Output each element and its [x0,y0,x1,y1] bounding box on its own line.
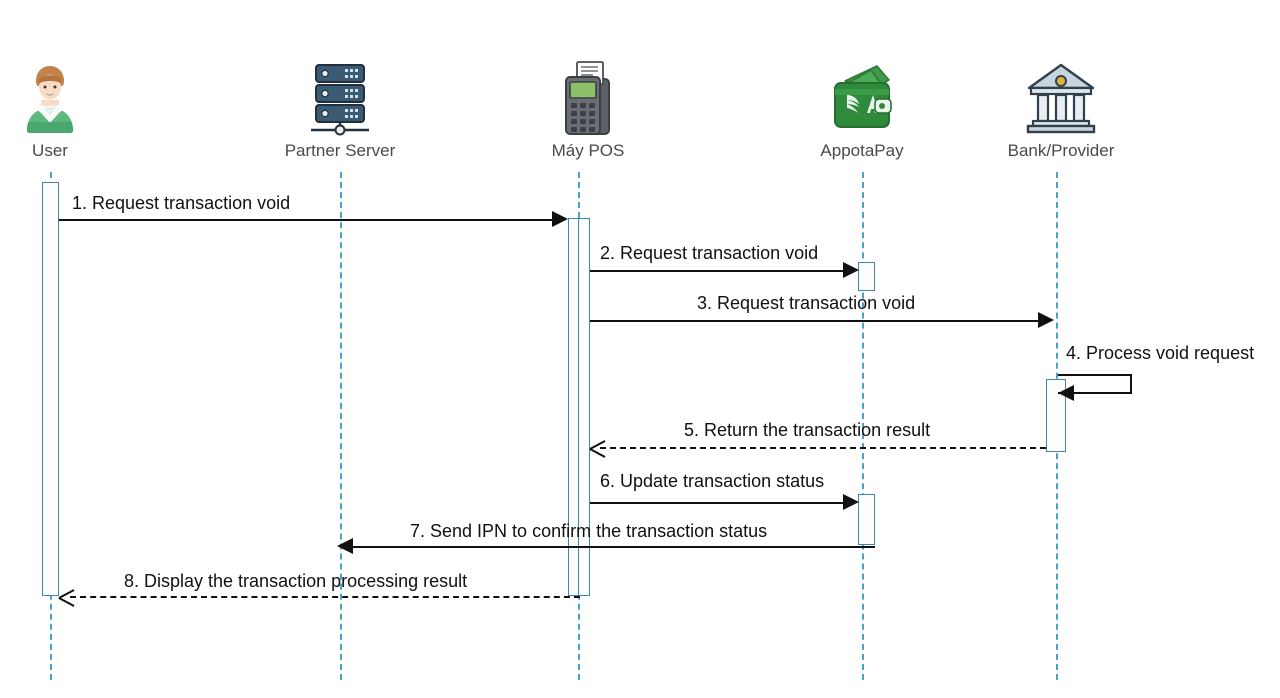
actor-label-may-pos: Máy POS [551,141,625,160]
wallet-icon [792,55,932,137]
actor-label-partner-server: Partner Server [284,141,396,160]
activation-user [42,182,59,596]
message-arrowhead-7 [337,538,353,554]
message-line-3 [590,320,1040,322]
actor-bank-provider[interactable]: Bank/Provider [991,55,1131,161]
activation-pos-inner [578,218,590,596]
lifeline-appotapay [862,172,864,680]
message-arrowhead-6 [843,494,859,510]
message-line-7 [352,546,875,548]
user-avatar-icon [0,55,120,137]
message-label-4: 4. Process void request [1066,343,1255,363]
message-line-8 [70,596,580,598]
lifeline-partner-server [340,172,342,680]
server-rack-icon [270,55,410,137]
message-arrowhead-5 [590,440,606,456]
message-label-5: 5. Return the transaction result [684,420,931,440]
message-line-2 [590,270,845,272]
message-selfloop-4 [1058,374,1132,394]
actor-user[interactable]: User [0,55,120,161]
message-label-3: 3. Request transaction void [697,293,916,313]
message-line-5 [600,447,1046,449]
message-arrowhead-3 [1038,312,1054,328]
message-arrowhead-8 [59,589,75,605]
message-arrowhead-2 [843,262,859,278]
message-label-8: 8. Display the transaction processing re… [124,571,468,591]
pos-terminal-icon [518,55,658,137]
message-label-1: 1. Request transaction void [72,193,291,213]
bank-building-icon [991,55,1131,137]
actor-may-pos[interactable]: Máy POS [518,55,658,161]
activation-appotapay-second [858,494,875,545]
actor-label-user: User [32,141,68,160]
message-label-7: 7. Send IPN to confirm the transaction s… [410,521,768,541]
activation-appotapay-first [858,262,875,291]
message-arrowhead-1 [552,211,568,227]
message-line-6 [590,502,845,504]
actor-appotapay[interactable]: AppotaPay [792,55,932,161]
actor-label-appotapay: AppotaPay [820,141,904,160]
actor-label-bank-provider: Bank/Provider [1007,141,1115,160]
message-line-1 [59,219,564,221]
actor-partner-server[interactable]: Partner Server [270,55,410,161]
message-label-6: 6. Update transaction status [600,471,825,491]
message-label-2: 2. Request transaction void [600,243,819,263]
message-arrowhead-4 [1058,385,1074,401]
